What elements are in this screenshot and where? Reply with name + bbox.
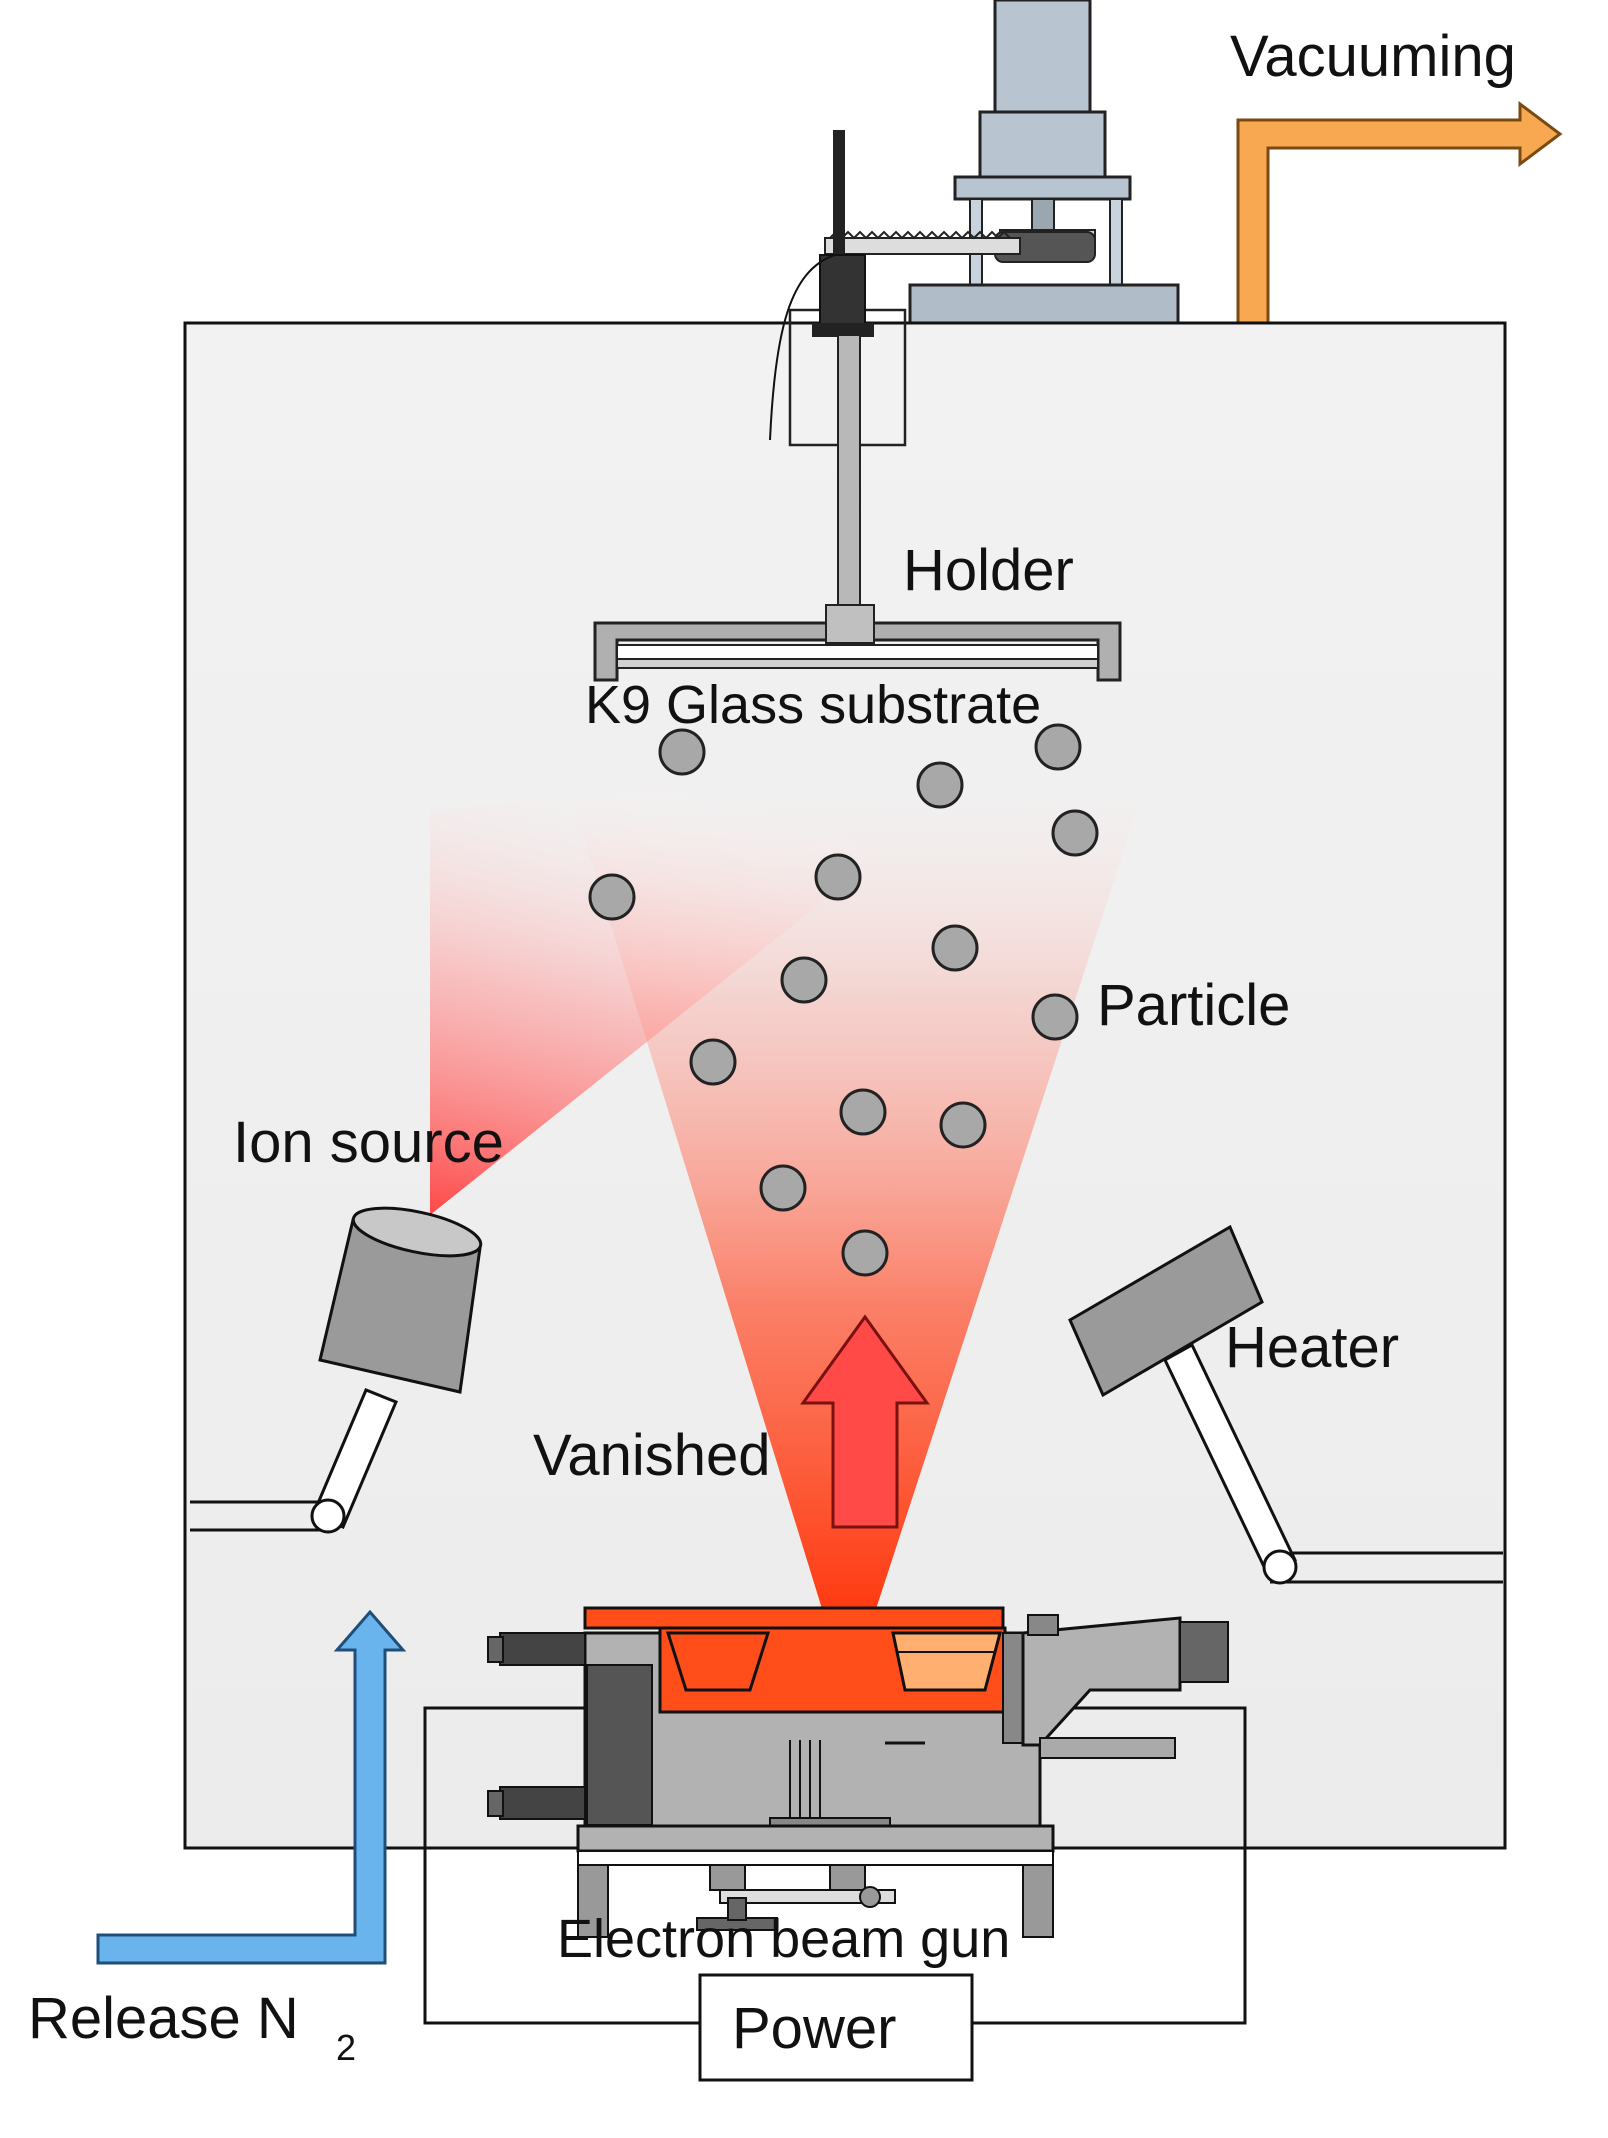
power-circuit xyxy=(423,1706,1247,2082)
release-n2-label: Release N xyxy=(28,1986,299,2051)
rotation-drive-mechanism xyxy=(824,0,1180,325)
particle xyxy=(689,1038,737,1086)
release-n2-subscript: 2 xyxy=(336,2027,356,2068)
particle xyxy=(759,1164,807,1212)
particle xyxy=(839,1088,887,1136)
vacuuming-label: Vacuuming xyxy=(1230,24,1516,89)
vapor-flow-arrow xyxy=(800,1314,930,1529)
particle xyxy=(931,924,979,972)
particle xyxy=(780,956,828,1004)
electron-beam-gun xyxy=(487,1606,1229,1938)
particle xyxy=(939,1101,987,1149)
particles xyxy=(588,723,1099,1277)
heater-label: Heater xyxy=(1225,1315,1399,1380)
particle xyxy=(658,728,706,776)
substrate-label: K9 Glass substrate xyxy=(585,675,1041,735)
evaporation-plume xyxy=(560,740,1160,1612)
particle xyxy=(1051,809,1099,857)
electron-beam-gun-label: Electron beam gun xyxy=(557,1909,1010,1969)
heater xyxy=(1068,1224,1503,1585)
ion-source xyxy=(190,1206,483,1534)
particle xyxy=(841,1229,889,1277)
particle xyxy=(814,853,862,901)
n2-release-arrow xyxy=(96,1609,407,1965)
substrate-holder xyxy=(593,604,1122,682)
power-label: Power xyxy=(732,1996,896,2061)
vanished-label: Vanished xyxy=(533,1423,771,1488)
particle xyxy=(1034,723,1082,771)
particle-label: Particle xyxy=(1097,973,1290,1038)
particle xyxy=(588,873,636,921)
holder-shaft xyxy=(769,130,907,611)
particle xyxy=(916,761,964,809)
ion-source-label: Ion source xyxy=(233,1110,504,1175)
vacuuming-arrow xyxy=(1236,101,1563,420)
holder-label: Holder xyxy=(903,538,1074,603)
particle xyxy=(1031,993,1079,1041)
